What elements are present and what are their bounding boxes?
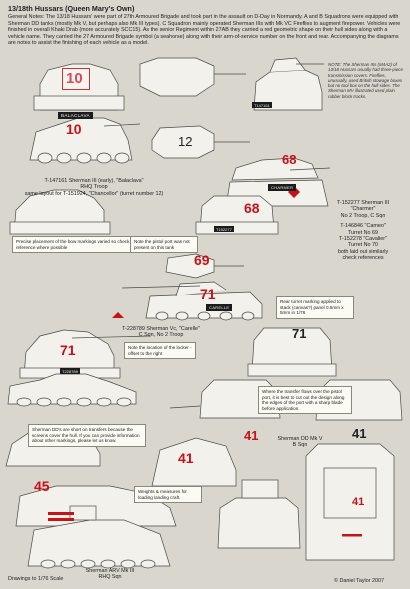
turret-number-41-a: 41 [244,428,259,443]
turret-number-71-side: 71 [200,286,216,302]
annotation-rear-turret: Rear turret marking applied to stack (ca… [276,296,354,319]
dd-red-stripe-2 [48,518,74,521]
balaclava-side-turret [269,57,306,73]
balaclava-front-tracks [33,95,125,111]
annotation-bow-markings: Precise placement of the bow markings va… [12,236,134,254]
turret-number-71-front: 71 [60,342,76,358]
annotation-locker: Note the location of the locker - offset… [124,342,196,360]
dd-screen-side-3 [151,437,237,487]
balaclava-side-view [29,117,133,161]
charmer-name-plate: CHARMER [268,184,297,191]
page-title: 13/18th Hussars (Queen Mary's Own) [8,4,135,13]
turret-number-12: 12 [178,134,193,149]
turret-number-box [62,68,90,90]
vehicle2-caption: T-152277 Sherman III "Charmer" No 2 Troo… [336,200,390,262]
balaclava-side-hull [253,69,323,111]
annotation-dd-transfers: Sherman DD's are short on transfers beca… [28,424,146,447]
turret-number-41-b: 41 [352,426,367,441]
turret-number-71-rear: 71 [292,326,307,341]
turret-number-45: 45 [34,478,50,494]
turret-number-68-front: 68 [244,200,260,216]
vehicle4-caption: Sherman DD Mk V B Sqn [277,436,323,449]
turret-number-69: 69 [194,252,210,268]
side-note: NOTE: The Sherman IIIs (M4A2) of 13/18 H… [328,62,403,99]
scale-note: Drawings to 1/76 Scale [8,576,64,582]
red-triangle-carelle [112,312,124,318]
carelle-name-plate: CARELLE [206,304,233,311]
registration-2: T152277 [214,226,234,232]
turret-number-68-top: 68 [282,152,297,167]
turret-number-10-side: 10 [66,121,82,137]
registration-3: T228789 [60,368,80,374]
turret-top-12 [151,125,215,159]
dd-red-stripe-1 [48,512,74,515]
carelle-side-turret [175,281,227,297]
registration-1: T147161 [252,102,272,108]
annotation-weights: Weights & measures for loading landing c… [134,486,202,504]
vehicle1-caption: T-147161 Sherman III (early), "Balaclava… [24,178,164,197]
arv-side [27,519,171,567]
turret-number-10-front: 10 [66,70,83,87]
charmer-turret-side [231,157,319,181]
annotation-transfer-pistol-port: Where the transfer flows over the pistol… [258,386,352,415]
arv-front-view [217,497,301,549]
vehicle3-caption-text: T-228789 Sherman Vc, "Carelle" C Sqn, No… [122,326,200,339]
vehicle5-caption: Sherman ARV Mk III RHQ Sqn [85,568,135,581]
general-notes: General Notes: The 13/18 Hussars' were p… [8,14,401,47]
copyright: © Daniel Taylor 2007 [334,578,385,584]
annotation-pistol-port: Note the pistol port was not present on … [130,236,198,254]
turret-top-view [139,57,215,97]
balaclava-name-plate: BALACLAVA [58,112,93,119]
turret-number-41-c: 41 [178,450,194,466]
turret-top-69 [165,253,215,279]
turret-number-41-d: 41 [352,496,365,508]
dd-red-stripe-3 [342,534,362,537]
dd-side-view [7,373,137,405]
